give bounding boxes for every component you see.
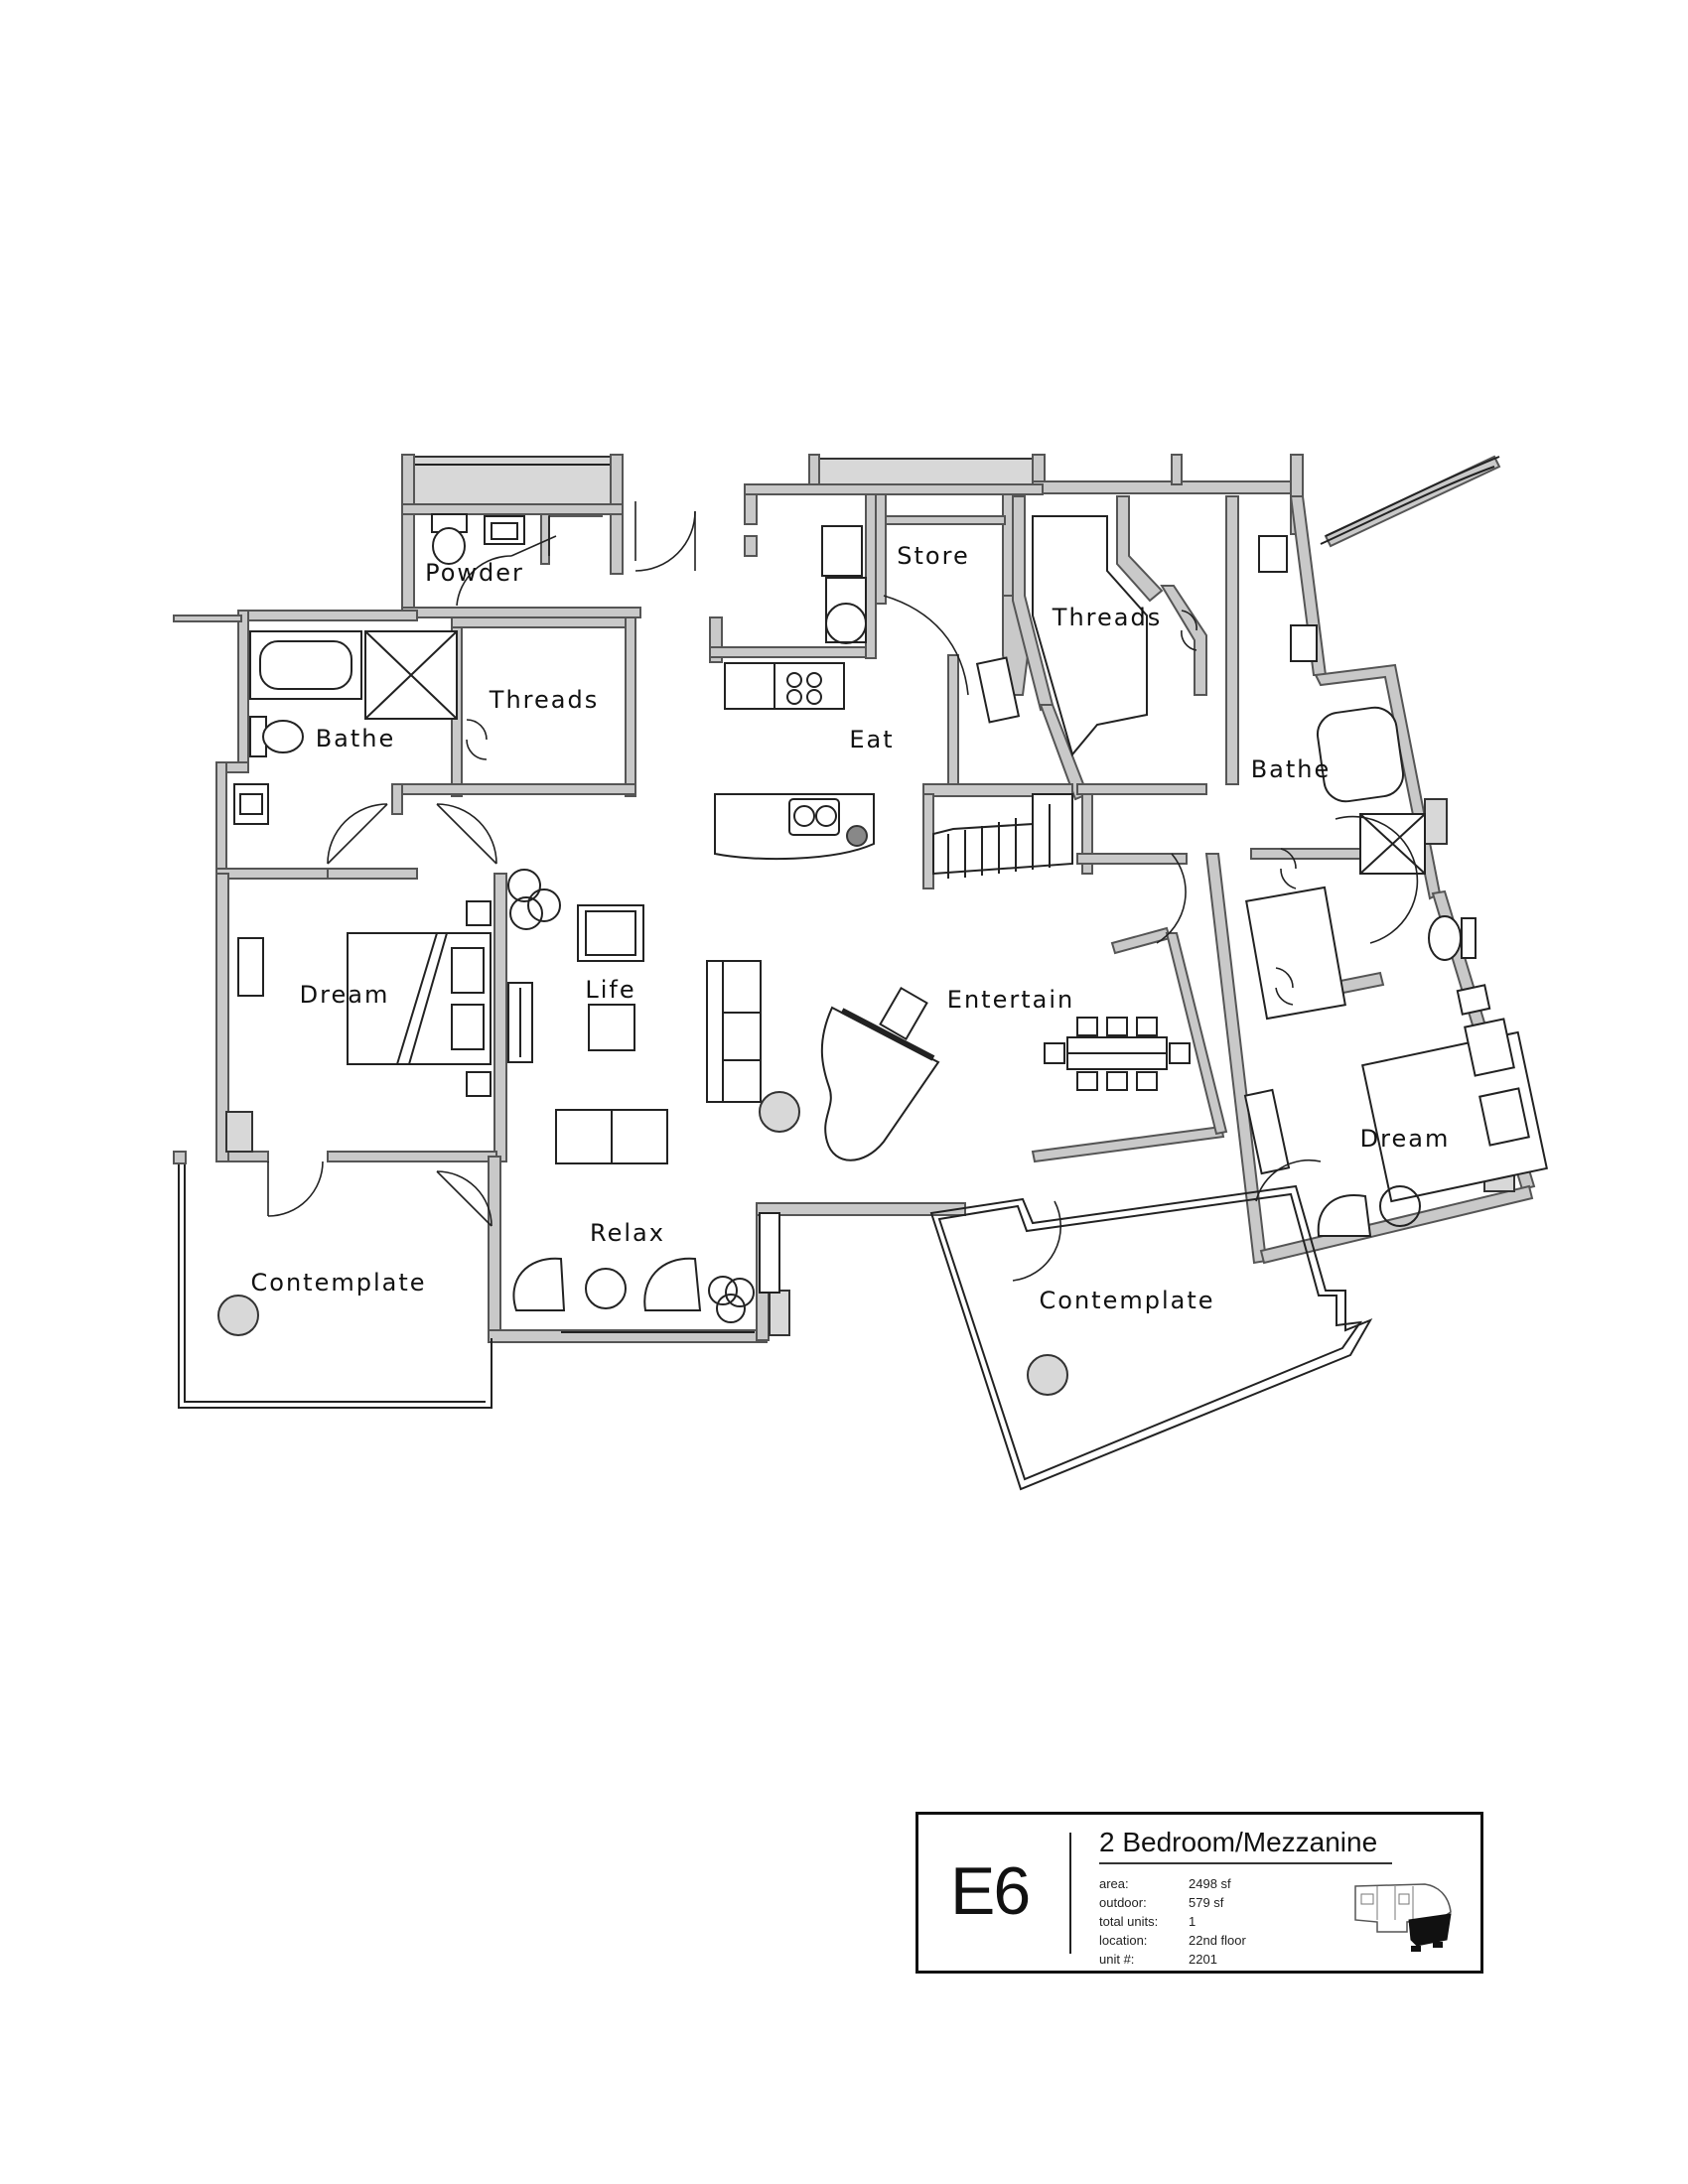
unit-type-title: 2 Bedroom/Mezzanine xyxy=(1099,1827,1378,1857)
door-swings xyxy=(267,501,1419,1282)
spec-value: 22nd floor xyxy=(1189,1933,1246,1948)
spec-label: total units: xyxy=(1099,1914,1159,1929)
spec-row-unit-number: unit #: 2201 xyxy=(1099,1952,1217,1967)
room-label-bathe-right: Bathe xyxy=(1251,755,1332,783)
key-plan-icon xyxy=(1354,1883,1452,1952)
room-label-bathe-left: Bathe xyxy=(316,725,396,752)
spec-value: 1 xyxy=(1189,1914,1196,1929)
room-label-entertain: Entertain xyxy=(947,986,1074,1014)
room-label-dream-left: Dream xyxy=(300,981,390,1009)
room-label-contemplate-left: Contemplate xyxy=(251,1269,427,1297)
spec-value: 579 sf xyxy=(1189,1895,1224,1910)
room-label-threads-right: Threads xyxy=(1052,604,1162,631)
room-label-eat: Eat xyxy=(849,726,894,753)
spec-value: 2201 xyxy=(1189,1952,1217,1967)
spec-row-location: location: 22nd floor xyxy=(1099,1933,1246,1948)
fixtures xyxy=(217,513,1548,1396)
room-label-relax: Relax xyxy=(590,1219,665,1247)
spec-row-outdoor: outdoor: 579 sf xyxy=(1099,1895,1223,1910)
spec-row-area: area: 2498 sf xyxy=(1099,1876,1231,1891)
room-labels: Powder Threads Bathe Dream Life Relax Co… xyxy=(251,542,1451,1314)
spec-label: location: xyxy=(1099,1933,1148,1948)
spec-label: outdoor: xyxy=(1099,1895,1147,1910)
spec-label: unit #: xyxy=(1099,1952,1135,1967)
room-label-threads-left: Threads xyxy=(489,686,599,714)
spec-label: area: xyxy=(1099,1876,1129,1891)
legend-rule xyxy=(1099,1862,1392,1864)
unit-legend: E6 2 Bedroom/Mezzanine area: 2498 sf outd… xyxy=(915,1812,1483,1974)
room-label-store: Store xyxy=(897,542,969,570)
unit-code: E6 xyxy=(950,1853,1031,1929)
room-label-powder: Powder xyxy=(425,559,524,587)
staircase xyxy=(932,793,1073,879)
room-label-life: Life xyxy=(585,976,635,1004)
walls xyxy=(173,454,966,1409)
legend-divider xyxy=(1069,1833,1071,1954)
room-label-dream-right: Dream xyxy=(1360,1125,1451,1153)
room-label-contemplate-right: Contemplate xyxy=(1040,1287,1215,1314)
spec-row-total-units: total units: 1 xyxy=(1099,1914,1196,1929)
spec-value: 2498 sf xyxy=(1189,1876,1231,1891)
